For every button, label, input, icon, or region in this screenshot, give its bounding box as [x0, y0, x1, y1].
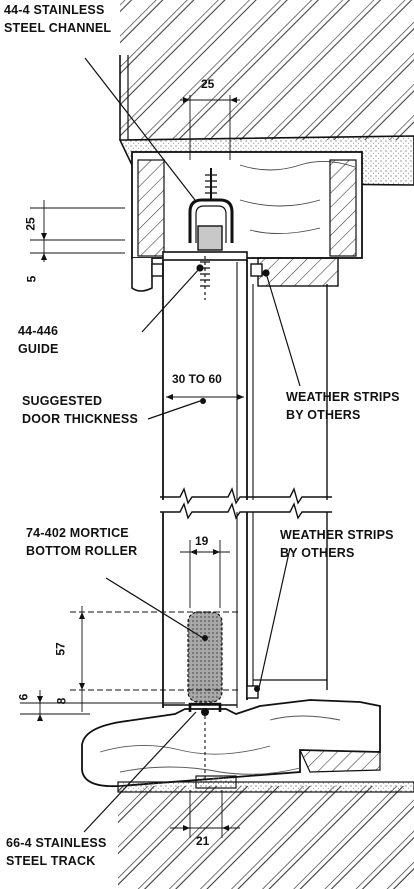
label-door-thickness: SUGGESTED DOOR THICKNESS — [22, 392, 138, 428]
dim-gap-top: 5 — [24, 275, 39, 283]
dim-roller-height: 57 — [53, 642, 68, 656]
bottom-roller — [187, 611, 223, 703]
label-line: DOOR THICKNESS — [22, 412, 139, 426]
label-line: 44-4 STAINLESS — [4, 3, 105, 17]
label-line: BY OTHERS — [280, 546, 355, 560]
guide-block — [197, 225, 223, 251]
dim-channel-width: 25 — [201, 77, 215, 91]
dim-channel-height: 25 — [23, 217, 38, 231]
label-line: WEATHER STRIPS — [286, 390, 400, 404]
label-bottom-roller: 74-402 MORTICE BOTTOM ROLLER — [26, 524, 137, 560]
label-line: BY OTHERS — [286, 408, 361, 422]
label-line: WEATHER STRIPS — [280, 528, 394, 542]
dim-track-width: 21 — [196, 834, 210, 848]
dim-roller-offset: 8 — [54, 697, 69, 705]
label-line: 74-402 MORTICE — [26, 526, 129, 540]
label-line: STEEL CHANNEL — [4, 21, 112, 35]
label-weather-strips-top: WEATHER STRIPS BY OTHERS — [286, 388, 400, 424]
dim-roller-width: 19 — [195, 534, 209, 548]
sill — [81, 699, 381, 788]
label-steel-track: 66-4 STAINLESS STEEL TRACK — [6, 834, 107, 870]
ceiling-hatch — [120, 0, 414, 140]
label-line: 44-446 — [18, 324, 59, 338]
leader-lines — [83, 57, 301, 833]
label-steel-channel: 44-4 STAINLESS STEEL CHANNEL — [4, 1, 111, 37]
label-guide: 44-446 GUIDE — [18, 322, 59, 358]
head-timber — [131, 151, 363, 292]
label-line: SUGGESTED — [22, 394, 103, 408]
label-line: BOTTOM ROLLER — [26, 544, 138, 558]
dim-door-range: 30 TO 60 — [172, 372, 222, 386]
label-weather-strips-bottom: WEATHER STRIPS BY OTHERS — [280, 526, 394, 562]
label-line: GUIDE — [18, 342, 59, 356]
label-line: STEEL TRACK — [6, 854, 96, 868]
door-leaf — [160, 260, 332, 708]
label-line: 66-4 STAINLESS — [6, 836, 107, 850]
dim-track-height: 6 — [16, 693, 31, 701]
